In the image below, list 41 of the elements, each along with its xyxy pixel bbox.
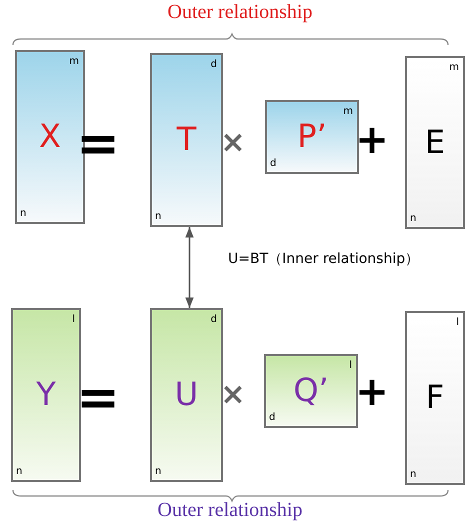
equals-sign: =: [76, 372, 120, 424]
node-label: T: [176, 120, 198, 158]
dimension-label: l: [72, 315, 75, 325]
node-label: E: [424, 122, 446, 160]
outer-relationship-label: Outer relationship: [158, 500, 302, 520]
dimension-label: n: [155, 212, 162, 222]
matrix-box: [150, 308, 223, 482]
plus-sign: +: [355, 120, 389, 160]
dimension-label: m: [343, 107, 353, 117]
dimension-label: n: [20, 209, 26, 219]
matrix-box: [150, 53, 223, 227]
matrix-box: [264, 354, 358, 428]
plus-sign: +: [355, 372, 389, 412]
matrix-box: [265, 100, 359, 174]
equals-sign: =: [76, 118, 120, 170]
node-label: X: [38, 117, 62, 155]
dimension-label: d: [270, 159, 276, 169]
node-label: F: [424, 378, 446, 416]
dimension-label: n: [155, 467, 162, 477]
node-label: Y: [35, 375, 57, 413]
double-arrow: [185, 227, 194, 308]
node-label: Q’: [292, 371, 330, 409]
outer-relationship-label: Outer relationship: [168, 2, 312, 22]
matrix-box: [11, 308, 81, 482]
dimension-label: n: [410, 214, 416, 224]
dimension-label: n: [16, 467, 22, 477]
dimension-label: n: [410, 470, 416, 480]
dimension-label: m: [69, 57, 79, 67]
node-label: U: [174, 375, 200, 413]
dimension-label: l: [456, 318, 459, 328]
dimension-label: d: [269, 413, 276, 423]
times-sign: ×: [220, 380, 246, 410]
node-label: P’: [296, 117, 328, 155]
dimension-label: d: [210, 315, 217, 325]
times-sign: ×: [220, 128, 246, 158]
matrix-box: [405, 311, 465, 485]
dimension-label: m: [449, 63, 459, 73]
matrix-box: [405, 56, 465, 229]
dimension-label: l: [349, 361, 352, 371]
inner-relationship-formula: U=BT（Inner relationship）: [228, 252, 420, 266]
dimension-label: d: [210, 60, 217, 70]
